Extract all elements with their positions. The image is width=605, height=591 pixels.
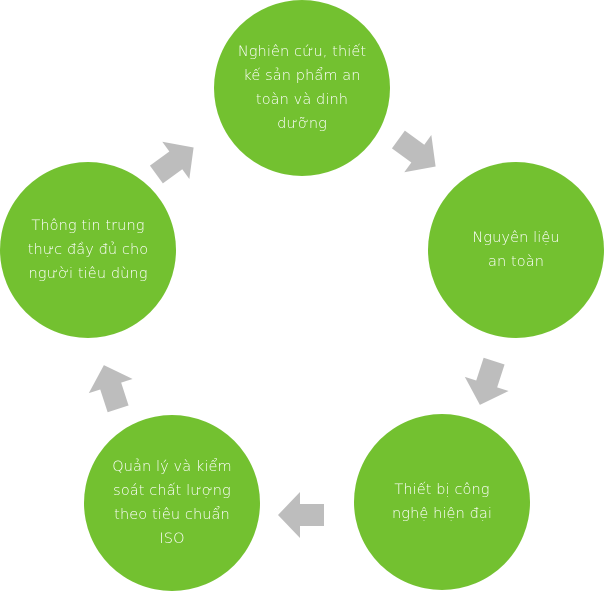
node-label: Thiết bị công nghệ hiện đại — [392, 482, 492, 522]
arrow-icon-research-to-ingredients — [382, 118, 452, 188]
node-label: Thông tin trung thực đầy đủ cho người ti… — [27, 218, 149, 282]
arrow-icon-information-to-research — [140, 126, 210, 196]
arrow-icon-quality-to-information — [79, 355, 142, 418]
arrow-icon-equipment-to-quality — [276, 490, 326, 540]
node-quality: Quản lý và kiểm soát chất lượng theo tiê… — [84, 415, 260, 591]
node-research: Nghiên cứu, thiết kế sản phẩm an toàn và… — [214, 0, 390, 176]
node-equipment: Thiết bị công nghệ hiện đại — [354, 414, 530, 590]
node-ingredients: Nguyên liệu an toàn — [428, 162, 604, 338]
node-label: Nguyên liệu an toàn — [472, 230, 560, 270]
arrow-icon-ingredients-to-equipment — [455, 351, 518, 414]
node-label: Nghiên cứu, thiết kế sản phẩm an toàn và… — [237, 44, 367, 132]
node-information: Thông tin trung thực đầy đủ cho người ti… — [0, 162, 176, 338]
node-label: Quản lý và kiểm soát chất lượng theo tiê… — [112, 459, 232, 547]
